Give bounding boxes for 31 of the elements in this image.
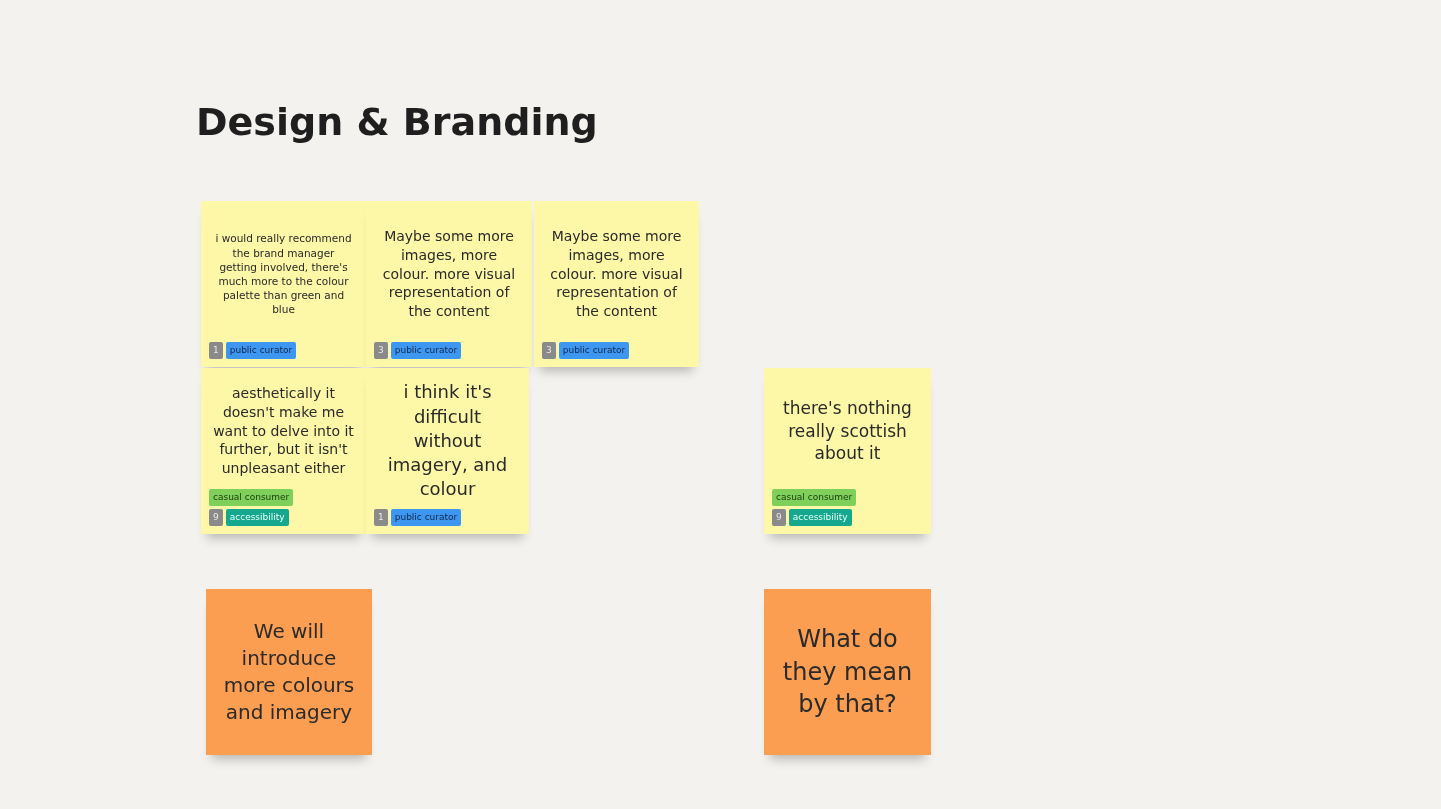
note-text: We will introduce more colours and imagery: [222, 618, 356, 726]
note-text: there's nothing really scottish about it: [782, 396, 913, 466]
board-title: Design & Branding: [196, 100, 598, 144]
sticky-note: [201, 201, 366, 367]
note-text: Maybe some more images, more colour. more visual representation of the content: [381, 226, 517, 322]
tag-chip: accessibility: [225, 509, 289, 526]
tag-chip: public curator: [558, 342, 630, 359]
vote-count: 9: [209, 509, 223, 526]
vote-count: 1: [374, 509, 388, 526]
vote-count: 3: [374, 342, 388, 359]
note-text: i would really recommend the brand manager getting involved, there's much more to the colour palette than green and blue: [214, 231, 353, 317]
note-text: aesthetically it doesn't make me want to delve into it further, but it isn't unpleasant either: [212, 383, 355, 479]
vote-count: 9: [772, 509, 786, 526]
tag-chip: public curator: [390, 509, 462, 526]
note-text: What do they mean by that?: [781, 624, 914, 721]
tag-chip: casual consumer: [209, 489, 294, 506]
tag-chip: casual consumer: [772, 489, 857, 506]
sticky-note: [201, 368, 366, 534]
sticky-note: [366, 368, 529, 534]
sticky-note: [534, 201, 699, 367]
vote-count: 1: [209, 342, 223, 359]
sticky-note: [366, 201, 532, 367]
note-text: i think it's difficult without imagery, and colour: [386, 380, 509, 502]
note-text: Maybe some more images, more colour. more visual representation of the content: [549, 226, 684, 322]
tag-chip: public curator: [390, 342, 462, 359]
sticky-note: [764, 368, 931, 534]
vote-count: 3: [542, 342, 556, 359]
sticky-note: [206, 589, 372, 755]
sticky-note: [764, 589, 931, 755]
tag-chip: public curator: [225, 342, 297, 359]
tag-chip: accessibility: [788, 509, 852, 526]
